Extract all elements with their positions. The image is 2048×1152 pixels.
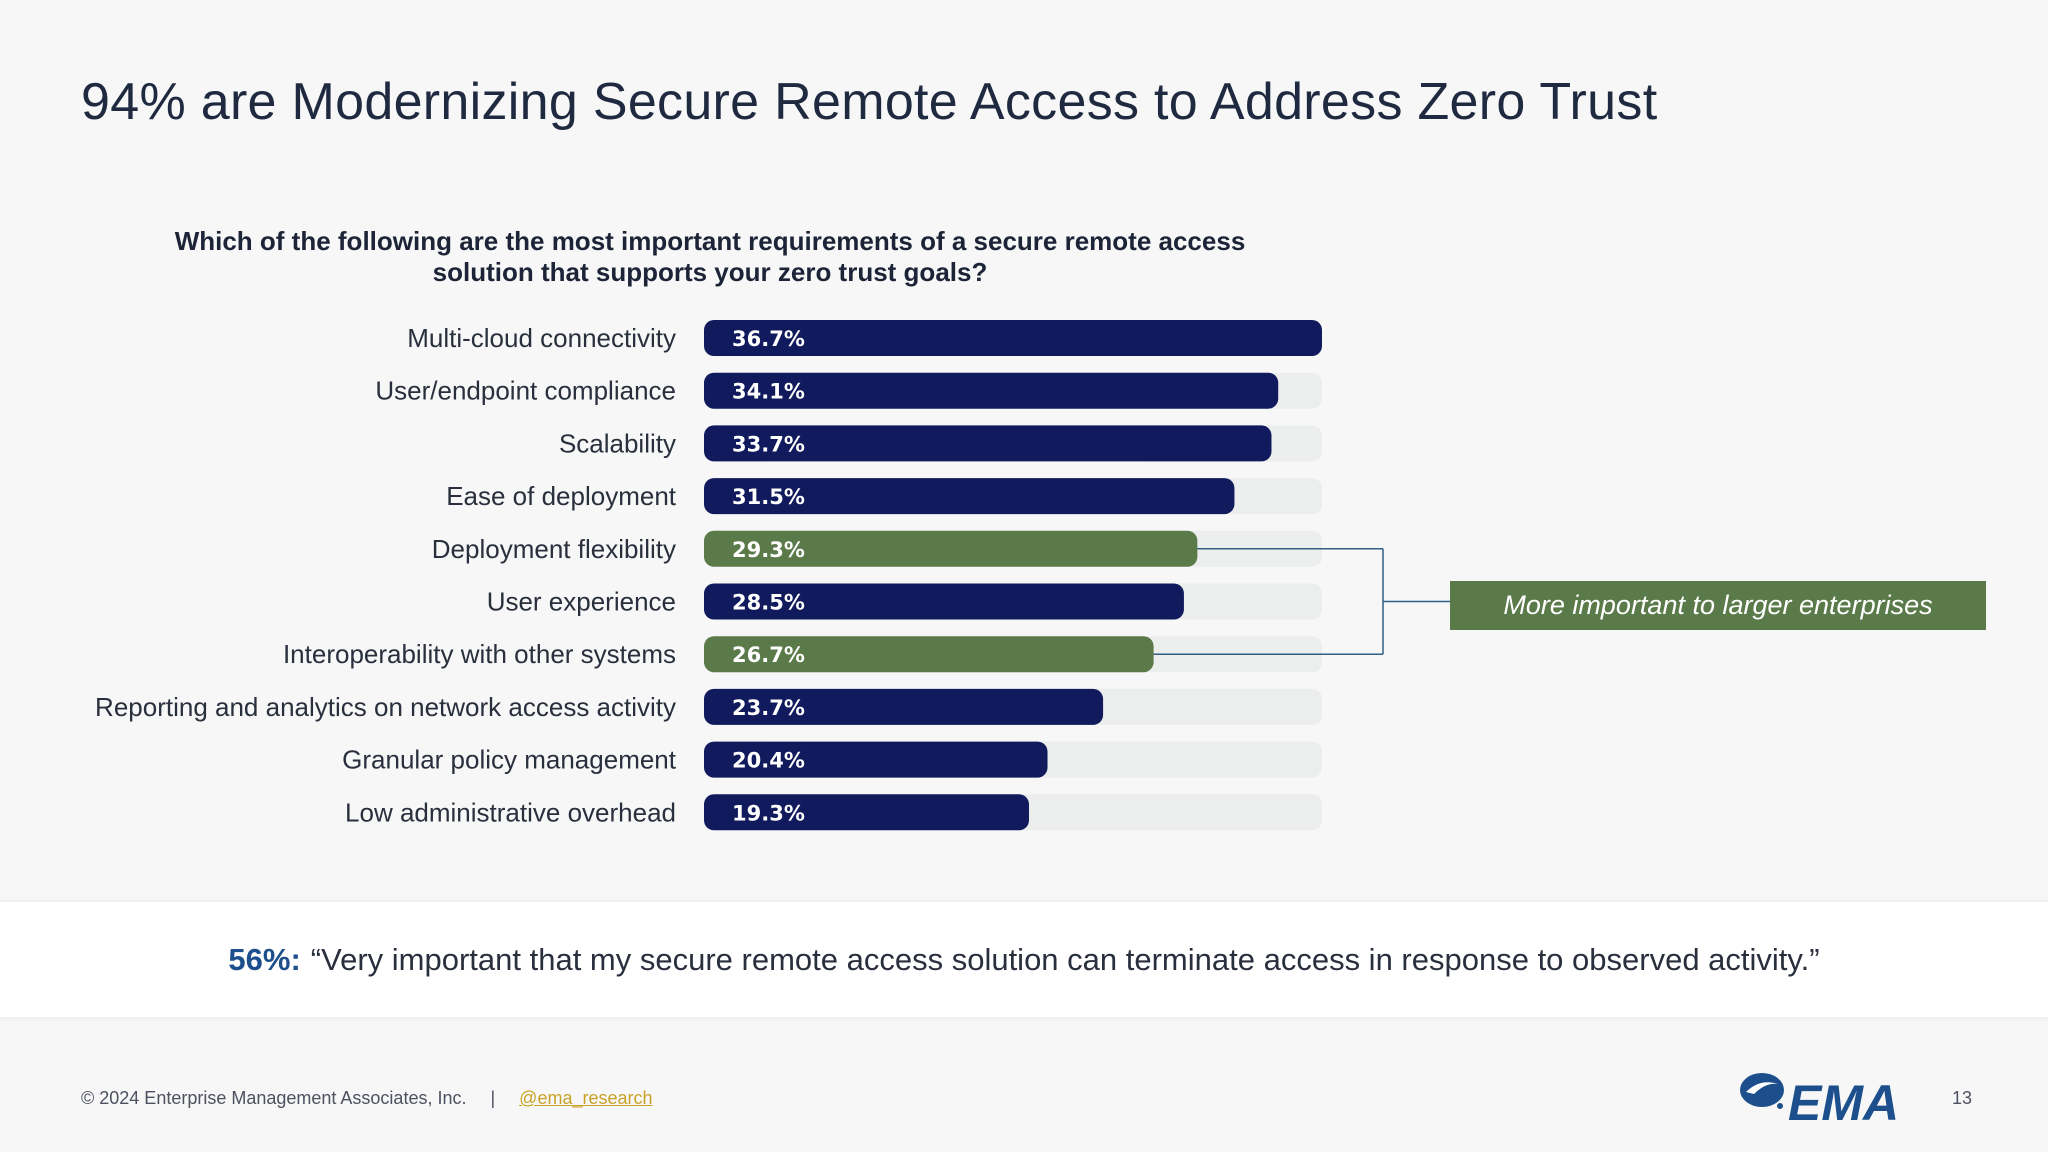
- bar-6: [704, 636, 1154, 673]
- footer-copyright: © 2024 Enterprise Management Associates,…: [81, 1088, 467, 1108]
- logo-text: EMA: [1788, 1075, 1899, 1126]
- logo-swoosh-cut-icon: [1746, 1082, 1778, 1094]
- quote-text: “Very important that my secure remote ac…: [310, 941, 1820, 977]
- bar-category-label: Multi-cloud connectivity: [407, 323, 676, 353]
- bar-value-label: 34.1%: [732, 380, 805, 404]
- bar-category-label: Scalability: [559, 428, 676, 458]
- bar-7: [704, 688, 1104, 725]
- bar-5: [704, 583, 1184, 620]
- slide-title: 94% are Modernizing Secure Remote Access…: [81, 73, 1658, 131]
- ema-logo: EMA: [1740, 1073, 1899, 1126]
- bar-category-label: Low administrative overhead: [345, 797, 676, 827]
- logo-dot-icon: [1777, 1103, 1783, 1109]
- bar-2: [704, 425, 1272, 462]
- chart-title: Which of the following are the most impo…: [174, 226, 1246, 287]
- page-number: 13: [1952, 1088, 1973, 1108]
- bar-3: [704, 478, 1235, 515]
- bar-value-label: 33.7%: [732, 432, 805, 456]
- bar-value-label: 29.3%: [732, 538, 805, 562]
- footer-separator: |: [490, 1088, 496, 1108]
- footer-handle-link[interactable]: @ema_research: [519, 1088, 653, 1108]
- bar-category-label: Ease of deployment: [446, 481, 677, 511]
- bar-category-label: Granular policy management: [342, 745, 677, 775]
- bar-value-label: 31.5%: [732, 485, 805, 509]
- bar-8: [704, 741, 1048, 778]
- callout-box: More important to larger enterprises: [1450, 581, 1986, 630]
- footer: © 2024 Enterprise Management Associates,…: [81, 1088, 653, 1109]
- bar-category-label: Interoperability with other systems: [283, 639, 676, 669]
- bar-4: [704, 530, 1198, 567]
- bar-9: [704, 794, 1029, 831]
- bar-chart: Multi-cloud connectivity 36.7% User/endpoi…: [95, 320, 1450, 831]
- quote-band: 56%: “Very important that my secure remo…: [0, 902, 2048, 1017]
- bar-category-label: Reporting and analytics on network acces…: [95, 692, 676, 722]
- bar-category-label: Deployment flexibility: [432, 534, 676, 564]
- bar-value-label: 26.7%: [732, 643, 805, 667]
- bar-value-label: 19.3%: [732, 801, 805, 825]
- bar-category-label: User/endpoint compliance: [375, 376, 676, 406]
- bar-category-label: User experience: [487, 587, 676, 617]
- quote-stat: 56%:: [228, 941, 301, 977]
- bar-1: [704, 372, 1279, 409]
- bar-value-label: 23.7%: [732, 696, 805, 720]
- bar-value-label: 28.5%: [732, 591, 805, 615]
- logo-swoosh-icon: [1740, 1073, 1784, 1107]
- bar-value-label: 20.4%: [732, 749, 805, 773]
- bar-0: [704, 320, 1322, 356]
- bar-value-label: 36.7%: [732, 327, 805, 351]
